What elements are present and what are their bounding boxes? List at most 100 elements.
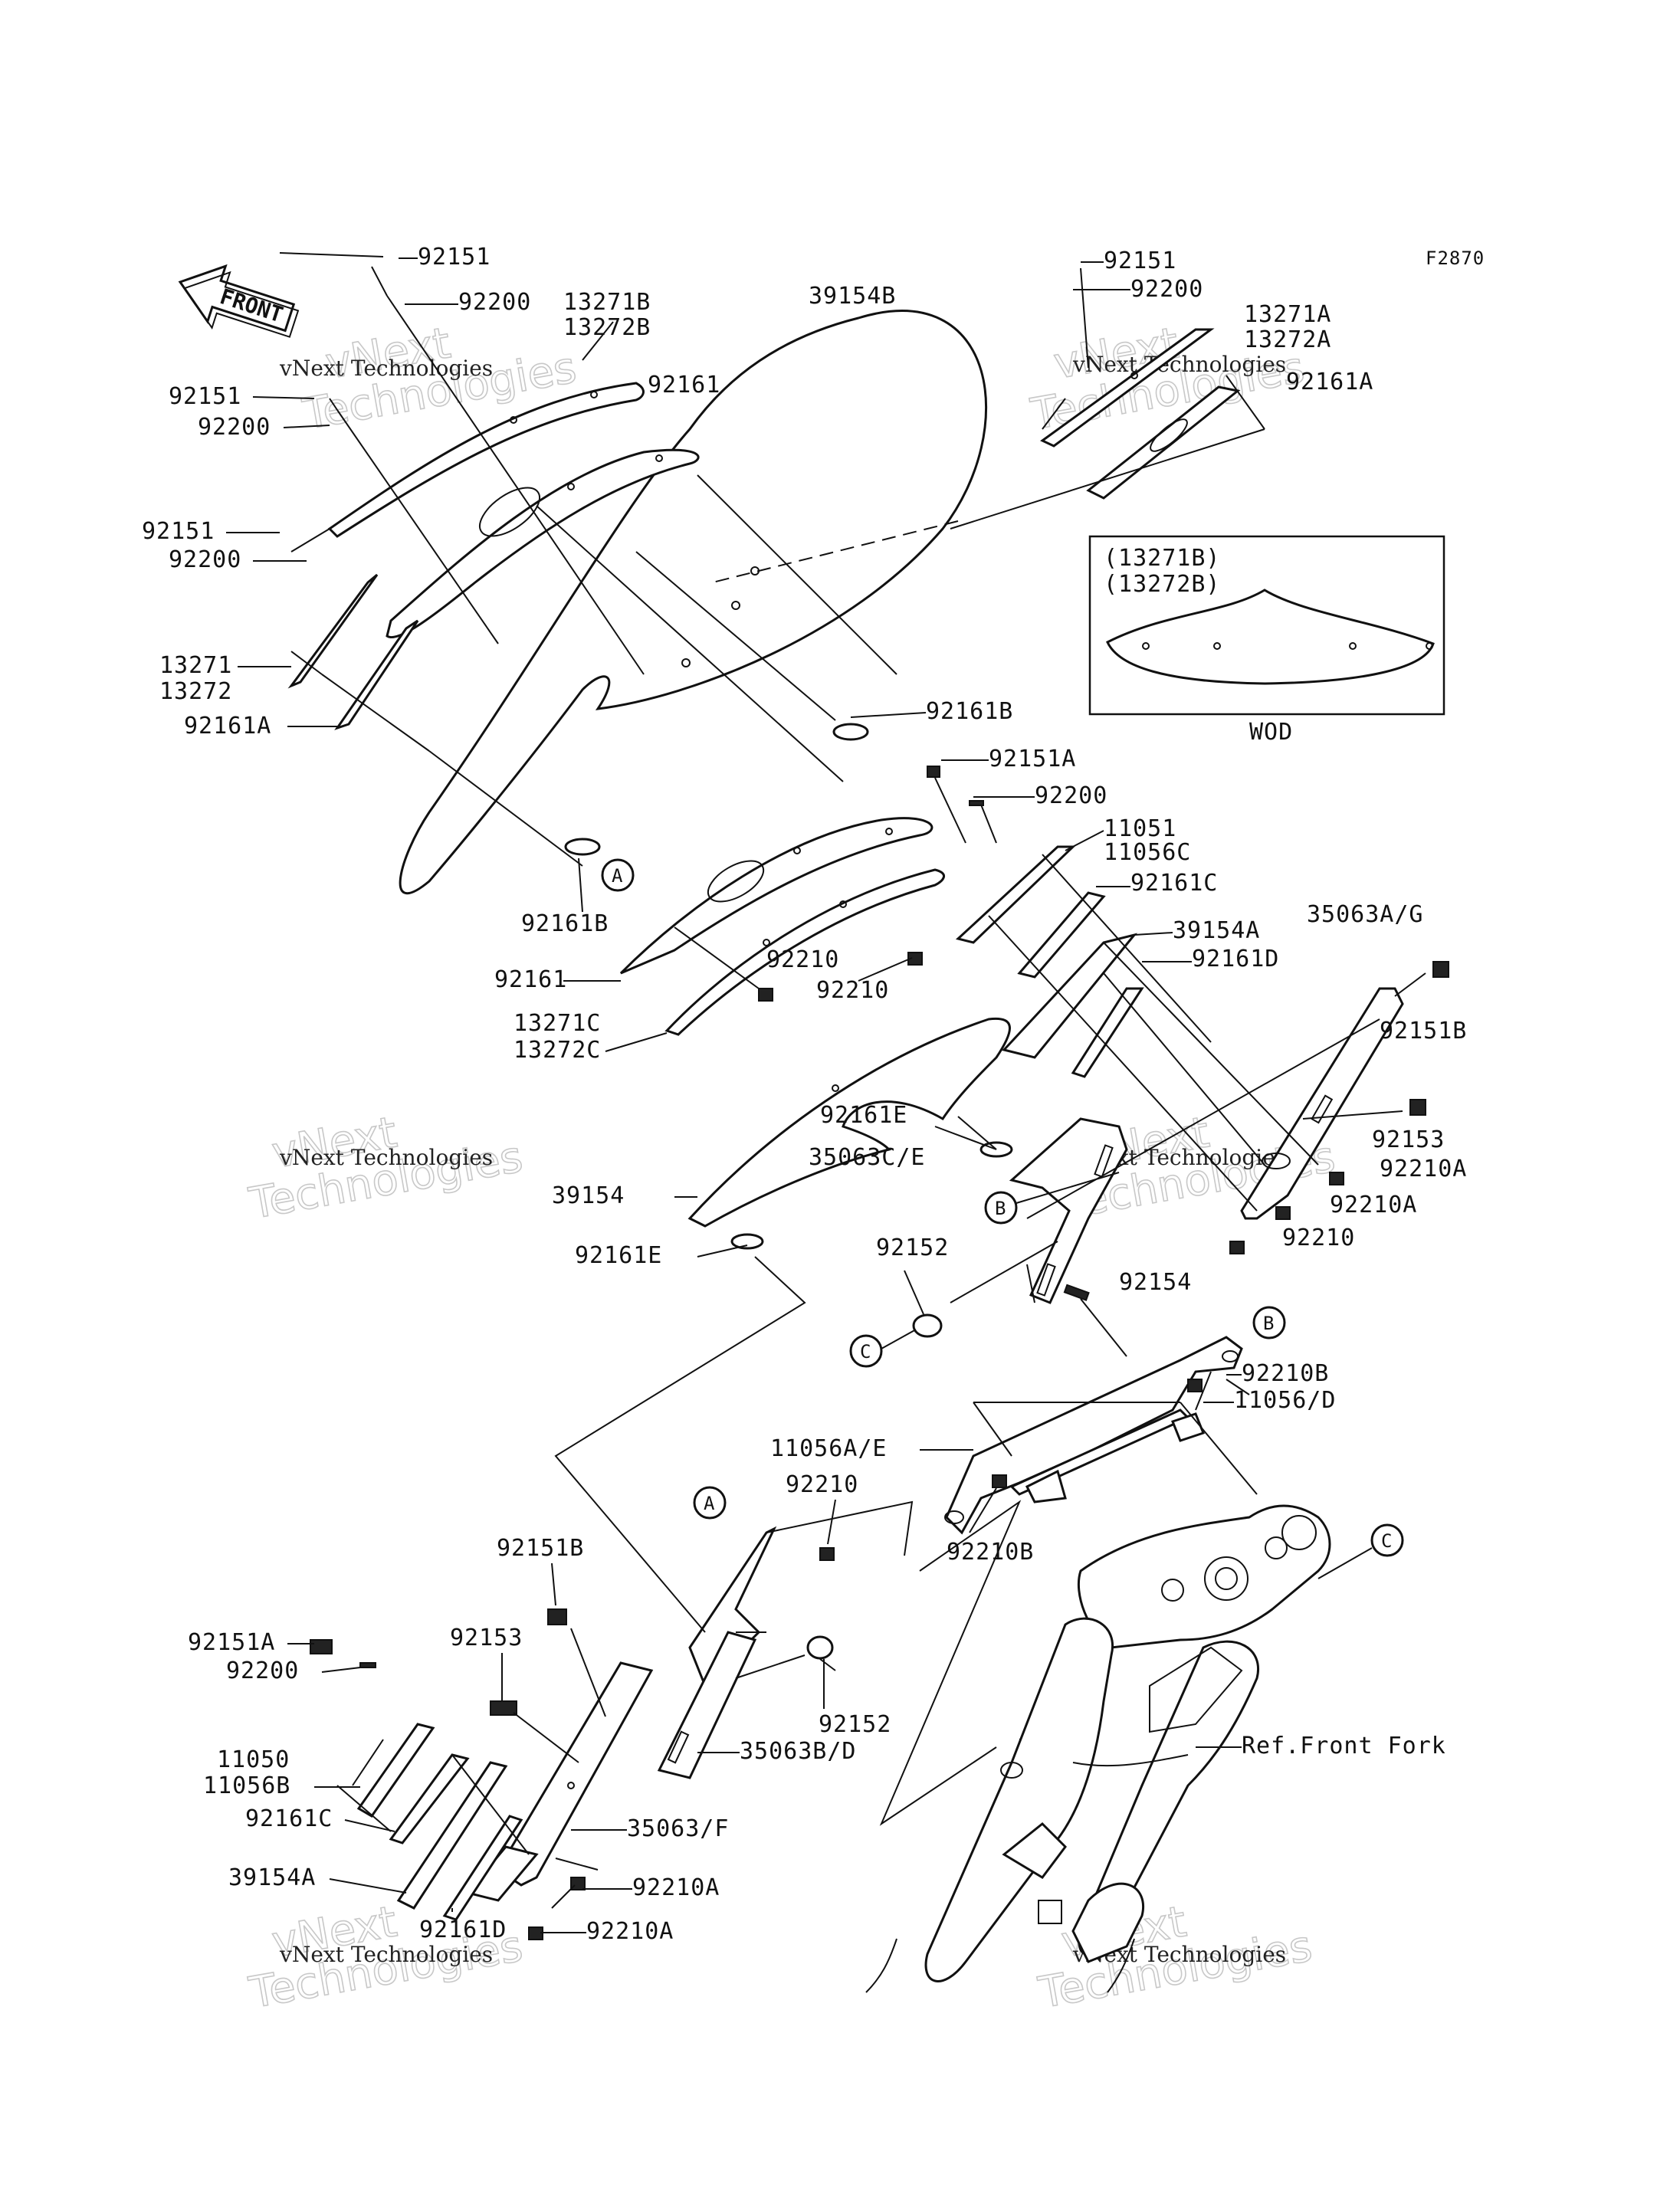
trim-92161 <box>386 448 700 638</box>
lower-windshield-39154 <box>687 1017 1011 1228</box>
label-13272: 13272 <box>159 678 232 705</box>
washer-92200-icon <box>359 1662 376 1668</box>
label-35063F: 35063/F <box>627 1815 729 1842</box>
label-13271B: 13271B <box>563 289 651 316</box>
plate-39154A-left <box>396 1761 508 1910</box>
label-92151A: 92151A <box>188 1629 275 1656</box>
label-92200: 92200 <box>1130 276 1203 303</box>
svg-text:C: C <box>860 1341 871 1362</box>
label-35063CE: 35063C/E <box>809 1144 926 1171</box>
label-92210: 92210 <box>786 1471 858 1498</box>
label-92210A: 92210A <box>632 1874 720 1901</box>
nut-92210A-icon <box>1275 1206 1291 1220</box>
label-92210: 92210 <box>766 946 839 973</box>
label-92151: 92151 <box>142 518 215 545</box>
label-39154A: 39154A <box>1173 917 1260 944</box>
trim-13271A <box>1040 328 1215 448</box>
trim-13271B <box>327 382 645 538</box>
bolt-92151B-icon <box>1432 961 1449 978</box>
label-92151A: 92151A <box>989 746 1076 772</box>
front-arrow-icon: FRONT <box>178 264 300 338</box>
callout-B-bracket: B <box>1252 1306 1286 1340</box>
svg-text:A: A <box>704 1493 715 1514</box>
label-92210B: 92210B <box>947 1539 1034 1566</box>
washer-92161B-right <box>832 723 869 741</box>
inset-label-13272B: (13272B) <box>1104 571 1221 598</box>
label-92154: 92154 <box>1119 1269 1192 1296</box>
label-11056C: 11056C <box>1104 839 1191 866</box>
label-13271A: 13271A <box>1244 301 1331 328</box>
label-92210A: 92210A <box>1380 1156 1467 1182</box>
leader-lines-middle <box>674 777 1426 1219</box>
bolt-92151B-icon <box>547 1608 567 1625</box>
washer-92161E-lower <box>730 1233 764 1250</box>
bracket-35063BD <box>657 1526 777 1779</box>
inset-caption: WOD <box>1249 719 1293 746</box>
label-92210A: 92210A <box>586 1918 674 1945</box>
nut-92210-icon <box>907 952 923 966</box>
bracket-11050 <box>356 1723 435 1818</box>
trim-13271C <box>664 868 945 1036</box>
label-13271: 13271 <box>159 652 232 679</box>
nut-92210-icon <box>819 1547 835 1561</box>
label-35063AG: 35063A/G <box>1307 901 1424 928</box>
nut-92210A-icon <box>1329 1172 1344 1185</box>
strip-92161A <box>334 619 419 730</box>
label-92152: 92152 <box>819 1711 891 1738</box>
bracket-11056AE <box>912 1284 1243 1535</box>
label-11056AE: 11056A/E <box>770 1435 888 1462</box>
fasteners-middle <box>758 766 1449 1254</box>
nut-92210-icon <box>1229 1241 1245 1254</box>
nut-92210A-icon <box>570 1877 586 1890</box>
figure-code: F2870 <box>1426 248 1485 269</box>
collar-92152-icon <box>806 1635 834 1660</box>
label-13272C: 13272C <box>514 1037 601 1064</box>
label-92161D: 92161D <box>1192 946 1279 972</box>
label-92210A: 92210A <box>1330 1192 1417 1218</box>
leader-lines-top-left <box>279 252 897 867</box>
nut-92210B-icon <box>992 1474 1007 1488</box>
watermark-text: vNext Technologies <box>279 1145 493 1170</box>
leader-lines-lower-left <box>336 1628 836 1909</box>
label-92161C: 92161C <box>245 1805 333 1832</box>
washer-92200-icon <box>969 800 984 806</box>
label-92151: 92151 <box>169 383 241 410</box>
label-13271C: 13271C <box>514 1010 601 1037</box>
label-92161E: 92161E <box>820 1102 907 1129</box>
label-92161A: 92161A <box>1286 369 1373 395</box>
label-92161E: 92161E <box>575 1242 662 1269</box>
label-35063BD: 35063B/D <box>740 1738 857 1765</box>
label-92161C: 92161C <box>1130 870 1218 897</box>
label-92200: 92200 <box>198 414 271 441</box>
fasteners-lower-left <box>310 1547 835 1940</box>
label-92153: 92153 <box>450 1625 523 1651</box>
label-92161A: 92161A <box>184 713 271 739</box>
label-92151B: 92151B <box>497 1535 584 1562</box>
label-92210: 92210 <box>1282 1225 1355 1251</box>
watermark-text: vNext Technologies <box>1072 352 1286 377</box>
callout-C-middle: C <box>849 1334 883 1368</box>
label-92161: 92161 <box>648 372 720 398</box>
bolt-92153-icon <box>1409 1099 1426 1116</box>
callout-B-middle: B <box>984 1191 1018 1225</box>
svg-text:B: B <box>1263 1313 1275 1334</box>
plate-92161C <box>1017 891 1106 979</box>
part-labels: 92151 92200 13271B 13272B 39154B 92161 9… <box>142 244 1467 1945</box>
leader-lines-top-right <box>950 267 1265 530</box>
strip-13271 <box>287 573 379 689</box>
bolt-92151A-icon <box>310 1639 333 1654</box>
bolt-92153-icon <box>490 1700 517 1716</box>
nut-92210-icon <box>758 988 773 1002</box>
inset-wod-box: (13271B) (13272B) WOD <box>1088 535 1445 746</box>
label-92161B: 92161B <box>521 910 609 937</box>
label-92161: 92161 <box>494 966 567 993</box>
callout-A-upper: A <box>601 858 635 892</box>
plate-92161D <box>1071 987 1144 1078</box>
nut-92210B-icon <box>1187 1379 1203 1392</box>
watermark-text: vNext Technologies <box>279 356 493 381</box>
label-39154B: 39154B <box>809 283 896 310</box>
label-92200: 92200 <box>169 546 241 573</box>
svg-text:B: B <box>995 1198 1006 1219</box>
